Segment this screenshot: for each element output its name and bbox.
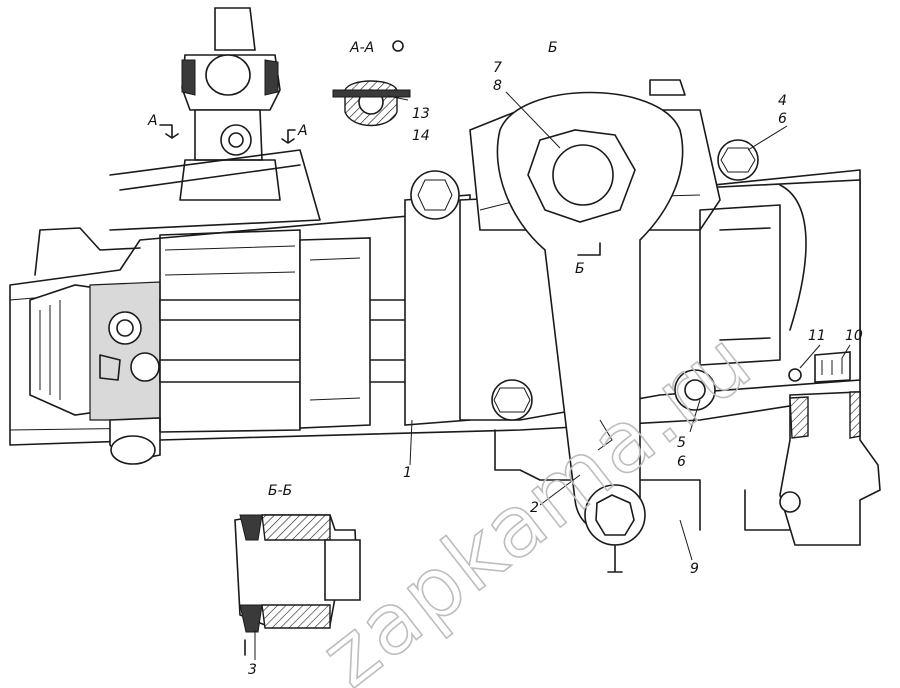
callout-6-upper: 6 xyxy=(778,111,787,127)
leader-lines xyxy=(159,91,851,660)
callout-4: 4 xyxy=(778,93,787,109)
pump-housing xyxy=(29,281,161,465)
cut-b-label: Б xyxy=(575,261,585,277)
pitman-arm xyxy=(496,91,684,573)
callout-10: 10 xyxy=(845,328,863,344)
view-b-label: Б xyxy=(548,40,558,56)
callout-14: 14 xyxy=(412,128,430,144)
callout-6-lower: 6 xyxy=(677,454,686,470)
callout-3: 3 xyxy=(248,662,257,678)
section-aa-label: А-А xyxy=(349,40,374,56)
callout-7: 7 xyxy=(493,60,502,76)
section-bb-detail xyxy=(234,514,361,656)
tie-rod-end xyxy=(779,351,881,546)
universal-joint xyxy=(179,7,281,201)
callout-1: 1 xyxy=(403,465,412,481)
gear-housing xyxy=(109,149,471,433)
section-bb-label: Б-Б xyxy=(268,483,292,499)
callout-9: 9 xyxy=(690,561,699,577)
cut-a-right-label: А xyxy=(297,123,308,139)
callout-5: 5 xyxy=(677,435,686,451)
callout-2: 2 xyxy=(530,500,539,516)
cut-a-left-label: А xyxy=(147,113,158,129)
callout-13: 13 xyxy=(412,106,430,122)
callout-11: 11 xyxy=(808,328,826,344)
callout-8: 8 xyxy=(493,78,502,94)
section-aa-detail xyxy=(332,40,411,127)
